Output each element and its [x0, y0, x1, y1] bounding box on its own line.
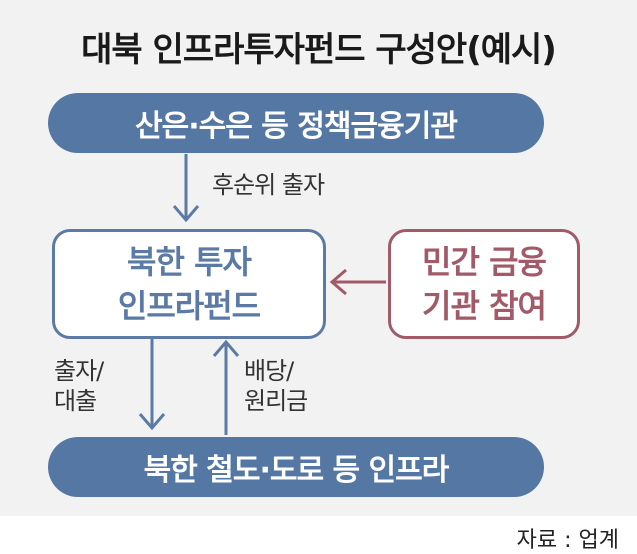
- private-box-line1: 민간 금융: [422, 243, 547, 281]
- private-box-line2: 기관 참여: [422, 287, 547, 325]
- diagram-title: 대북 인프라투자펀드 구성안(예시): [81, 30, 557, 70]
- fund-box: 북한 투자 인프라펀드: [52, 229, 326, 339]
- dividend-label-line1: 배당/: [244, 357, 294, 385]
- arrow-private-to-fund: [329, 268, 386, 296]
- arrow-fund-to-infra: [138, 337, 166, 431]
- private-finance-box: 민간 금융 기관 참여: [388, 229, 580, 339]
- subordinated-investment-label: 후순위 출자: [212, 171, 325, 199]
- dividend-principal-label: 배당/ 원리금: [244, 356, 308, 416]
- investment-label-line1: 출자/: [54, 357, 104, 385]
- fund-box-line1: 북한 투자: [127, 243, 252, 281]
- arrow-infra-to-fund: [212, 339, 240, 435]
- investment-loan-label: 출자/ 대출: [54, 356, 104, 416]
- policy-finance-bar: 산은·수은 등 정책금융기관: [48, 93, 544, 153]
- infrastructure-bar: 북한 철도·도로 등 인프라: [48, 437, 544, 497]
- fund-box-line2: 인프라펀드: [117, 287, 261, 325]
- source-note: 자료 : 업계: [516, 528, 619, 553]
- dividend-label-line2: 원리금: [244, 387, 308, 415]
- arrow-policy-to-fund: [172, 154, 200, 223]
- investment-label-line2: 대출: [54, 387, 97, 415]
